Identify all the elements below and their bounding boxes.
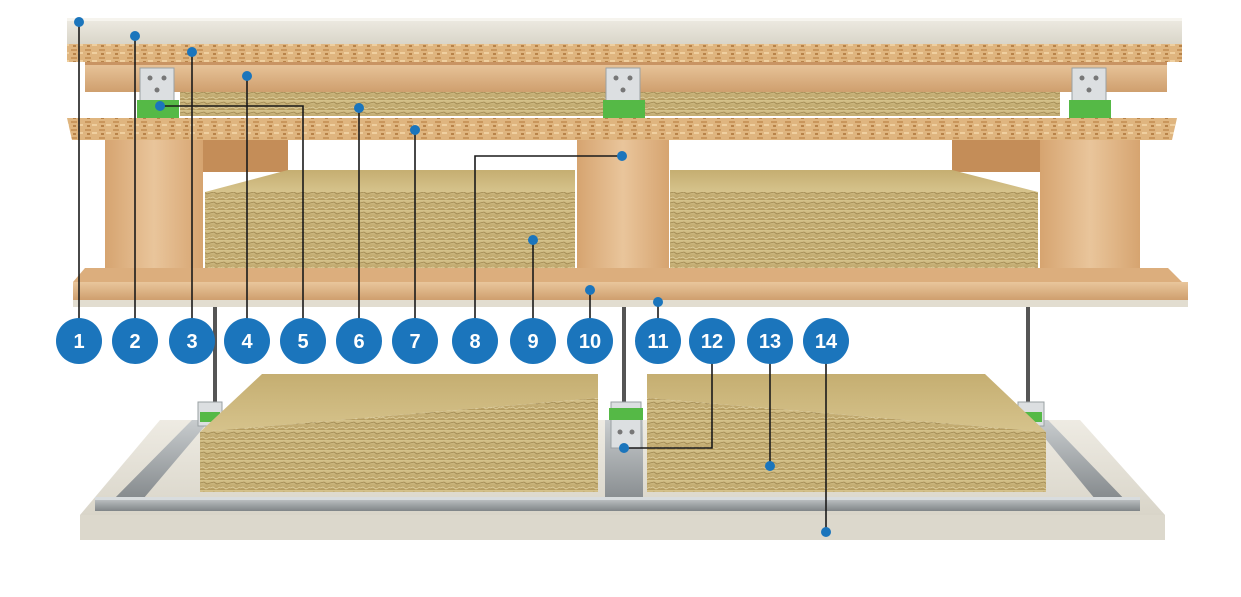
upper-brackets: [137, 67, 1111, 118]
lower-brackets: [197, 401, 1045, 449]
callout-2-number: 2: [129, 331, 140, 353]
callout-6-number: 6: [353, 331, 364, 353]
callout-5-number: 5: [297, 331, 308, 353]
callout-9-number: 9: [527, 331, 538, 353]
callout-9: 9: [510, 318, 556, 364]
upper-bracket-right: [1069, 67, 1111, 118]
callout-13-number: 13: [759, 331, 781, 353]
callout-12: 12: [689, 318, 735, 364]
callout-11-number: 11: [647, 331, 668, 353]
callout-7-number: 7: [409, 331, 420, 353]
callout-12-number: 12: [701, 331, 723, 353]
leader-dots: [74, 17, 831, 537]
callout-14: 14: [803, 318, 849, 364]
lower-timber-board: [73, 268, 1188, 300]
callout-badges: 1 2 3 4 5 6 7 8 9 10 11 12 13 14: [56, 318, 849, 364]
callout-1-number: 1: [73, 331, 84, 353]
leader-lines: [78, 22, 827, 532]
callout-4: 4: [224, 318, 270, 364]
callout-10-number: 10: [579, 331, 601, 353]
upper-bracket-middle: [603, 67, 645, 118]
callout-14-number: 14: [815, 331, 838, 353]
top-screed-layer: [67, 18, 1182, 44]
upper-bracket-left: [137, 67, 179, 118]
callout-13: 13: [747, 318, 793, 364]
ceiling-board-edge: [73, 300, 1188, 307]
callout-11: 11: [635, 318, 681, 364]
callout-4-number: 4: [241, 331, 253, 353]
osb-floor-board: [67, 44, 1182, 62]
callout-7: 7: [392, 318, 438, 364]
callout-2: 2: [112, 318, 158, 364]
timber-joists: [105, 140, 1140, 280]
osb-subfloor-deck: [67, 118, 1177, 140]
callout-1: 1: [56, 318, 102, 364]
joist-cavity-insulation: [205, 170, 1038, 276]
hanger-rods: [213, 307, 1030, 407]
callout-5: 5: [280, 318, 326, 364]
callout-8: 8: [452, 318, 498, 364]
callout-10: 10: [567, 318, 613, 364]
callout-3: 3: [169, 318, 215, 364]
callout-3-number: 3: [186, 331, 197, 353]
callout-6: 6: [336, 318, 382, 364]
callout-8-number: 8: [469, 331, 480, 353]
ceiling-insulation-slabs: [200, 374, 1046, 492]
